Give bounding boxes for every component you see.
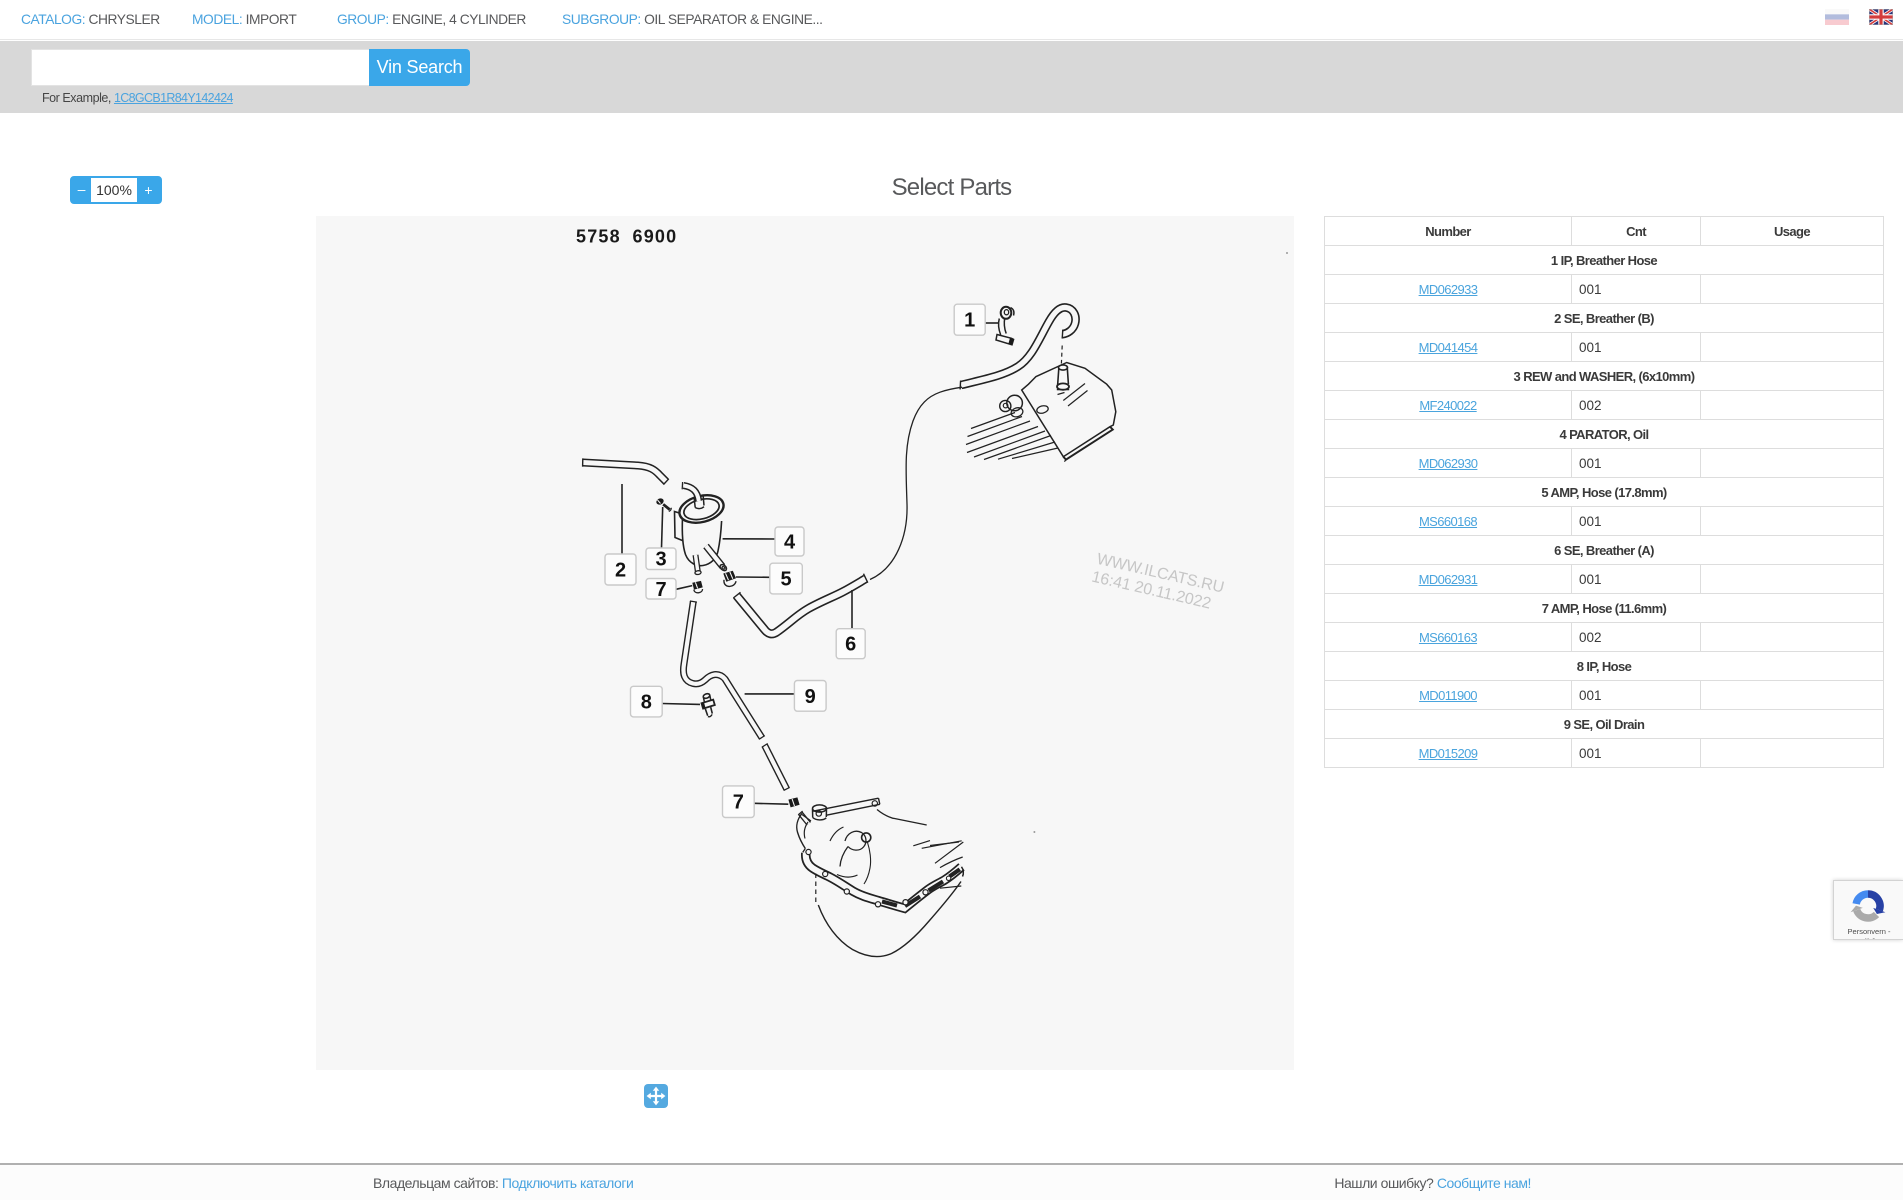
svg-text:1: 1 <box>964 310 975 332</box>
svg-text:4: 4 <box>784 532 796 554</box>
svg-text:3: 3 <box>655 549 666 571</box>
svg-text:6: 6 <box>845 634 856 656</box>
svg-text:2: 2 <box>615 560 626 582</box>
svg-text:5758: 5758 <box>576 227 621 247</box>
svg-text:5: 5 <box>780 569 791 591</box>
svg-text:9: 9 <box>805 686 816 708</box>
svg-text:8: 8 <box>641 692 652 714</box>
svg-text:7: 7 <box>733 792 744 814</box>
svg-text:6900: 6900 <box>633 227 678 247</box>
svg-text:7: 7 <box>655 579 666 601</box>
